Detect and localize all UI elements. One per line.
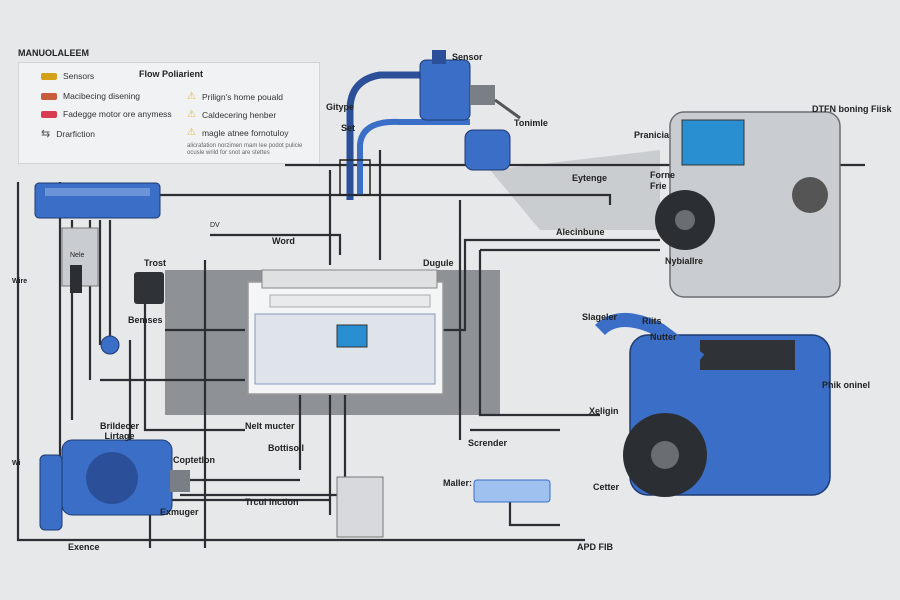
legend-item-label: Prilign's home pouald [201,91,283,102]
legend-item-label: Fadegge motor ore anymess [63,109,172,119]
label-maller: Maller: [443,478,473,488]
label-forne-frie: Forne Frie [650,170,676,191]
sensor-icon [41,72,57,80]
legend-item-priligns: ⚠ Prilign's home pouald [187,91,283,102]
label-trost: Trost [144,258,167,268]
legend-item-label: Sensors [63,71,95,81]
module-icon [41,110,57,118]
label-set: Set [341,123,356,133]
label-exence: Exence [68,542,100,552]
label-nutter: Nutter [650,332,677,342]
legend-header: Flow Poliarient [139,69,204,79]
label-xeligin: Xeligin [589,406,619,416]
label-alecinbune: Alecinbune [556,227,605,237]
legend-note: alicrafation norzimen mam lee podot puli… [187,143,303,156]
control-unit [247,269,444,395]
pump-assembly [39,439,190,531]
label-dv: DV [210,222,220,229]
legend-item-label: magle atnee fornotuloy [201,127,289,138]
legend-panel: Flow Poliarient Sensors Macibecing disen… [18,62,320,164]
label-brildecer: Brildecer Lirtage [100,421,140,441]
label-eytenge: Eytenge [572,173,608,183]
legend-item-fadegge: Fadegge motor ore anymess [41,109,172,119]
label-bottisoll: Bottisoll [268,443,304,453]
label-exmuger: Exmuger [160,507,199,517]
legend-item-sensors: Sensors [41,71,94,81]
legend-item-caldecering: ⚠ Caldecering henber [187,109,276,120]
warning-icon: ⚠ [187,109,196,120]
label-scrender: Scrender [468,438,508,448]
warning-icon: ⚠ [187,91,196,102]
label-tonimle: Tonimle [514,118,548,128]
label-wire-left: Wire [12,278,28,285]
label-nybiallre: Nybiallre [665,256,704,266]
label-apd: APD FIB [577,542,613,552]
scrender-unit [473,479,551,503]
direction-arrow-icon: ⇆ [41,128,51,140]
legend-item-label: Drarfiction [56,128,95,139]
trost-unit [134,272,164,304]
label-trcul-inction: Trcul inction [245,497,299,507]
blue-engine [595,313,831,497]
bottom-actuator [336,476,384,538]
label-nelt-mucter: Nelt mucter [245,421,295,431]
label-nele: Nele [70,252,85,259]
legend-item-label: Caldecering henber [201,109,277,120]
label-bemses: Bemses [128,315,163,325]
label-phik: Phik oninel [822,380,871,390]
label-riits: Riits [642,316,662,326]
legend-item-drarfiction: ⇆ Drarfiction [41,127,95,140]
label-wi-left: Wi [12,460,21,467]
label-sensor: Sensor [452,52,483,62]
label-pranicia: Pranicia [634,130,670,140]
label-cetter: Cetter [593,482,620,492]
sensor-assembly [339,50,521,200]
grey-engine [655,111,841,298]
label-gitype: Gitype [326,102,355,112]
warning-icon: ⚠ [187,127,196,138]
label-dugule: Dugule [423,258,454,268]
projection-beam [490,150,660,230]
legend-item-label: Macibecing disening [63,91,141,101]
legend-item-magle: ⚠ magle atnee fornotuloy [187,127,288,138]
label-slageler: Slageler [582,312,618,322]
label-word: Word [272,236,295,246]
legend-item-macibecing: Macibecing disening [41,91,140,101]
label-coptetlon: Coptetlon [173,455,215,465]
label-dtfn: DTFN boning Fiisk [812,104,892,114]
connector-icon [41,92,57,100]
legend-title: MANUOLALEEM [18,48,89,58]
top-left-module [34,182,161,293]
blue-sensor [100,335,120,355]
